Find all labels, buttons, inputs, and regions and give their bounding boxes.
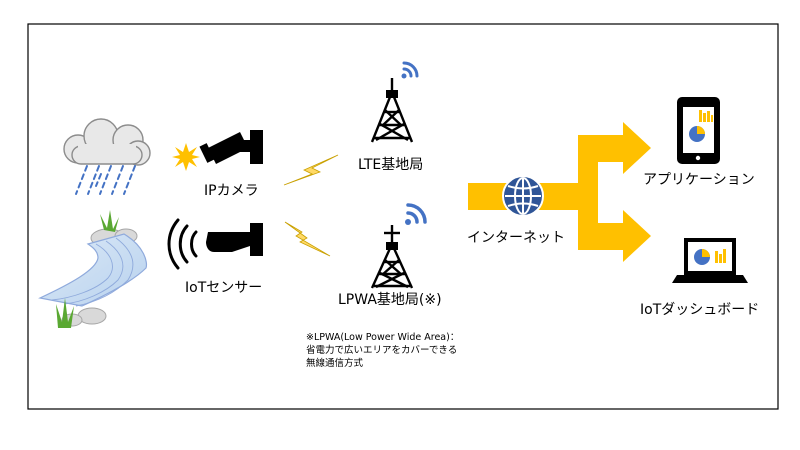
internet-arrow <box>468 122 651 262</box>
wifi-signal-icon <box>405 203 427 225</box>
wifi-signal-icon <box>401 61 419 79</box>
smartphone-icon <box>677 97 720 164</box>
laptop-icon <box>672 238 748 283</box>
lpwa-footnote: ※LPWA(Low Power Wide Area)： 省電力で広いエリアをカバ… <box>306 331 459 370</box>
flash-icon <box>172 143 200 171</box>
lightning-icon <box>284 221 331 257</box>
lpwa-station-label: LPWA基地局(※) <box>338 292 442 308</box>
lte-station-label: LTE基地局 <box>358 157 424 173</box>
rain-cloud-icon <box>63 118 151 195</box>
lightning-icon <box>283 154 339 186</box>
ip-camera-label: IPカメラ <box>204 183 259 199</box>
cell-tower-icon <box>370 78 414 143</box>
footnote-line: 無線通信方式 <box>306 358 364 369</box>
river-icon <box>38 210 148 328</box>
application-label: アプリケーション <box>643 172 755 188</box>
iot-dashboard-label: IoTダッシュボード <box>640 302 760 318</box>
internet-label: インターネット <box>467 230 565 246</box>
iot-sensor-label: IoTセンサー <box>185 280 263 296</box>
cell-tower-icon <box>370 225 414 289</box>
diagram-frame <box>27 23 779 410</box>
footnote-line: ※LPWA(Low Power Wide Area)： <box>306 332 460 343</box>
sensor-icon <box>167 218 263 270</box>
globe-icon <box>502 175 544 217</box>
security-camera-icon <box>199 130 263 164</box>
footnote-line: 省電力で広いエリアをカバーできる <box>306 345 458 356</box>
